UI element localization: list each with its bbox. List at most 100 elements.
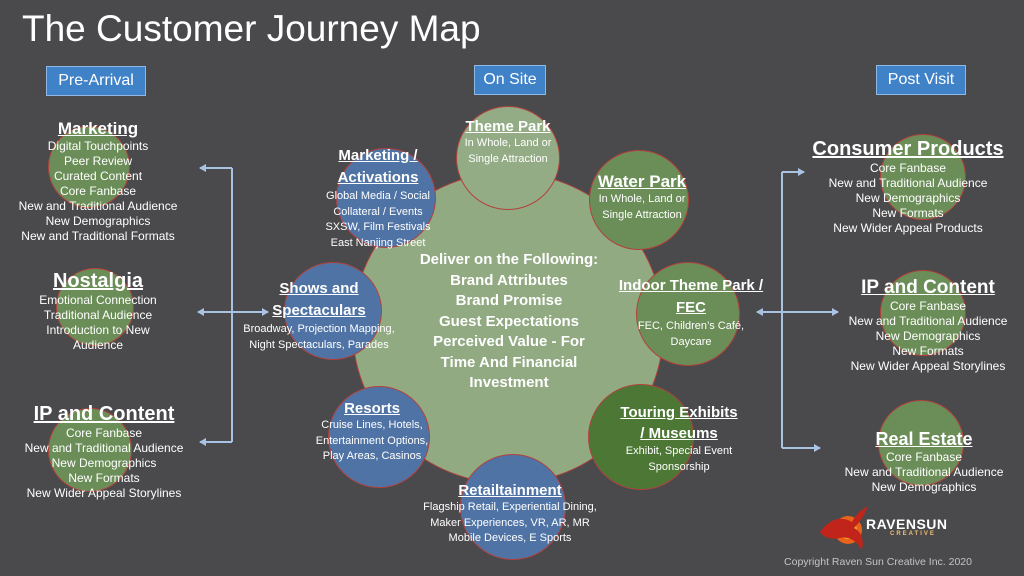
center-line: Brand Attributes xyxy=(450,271,568,289)
ip-content-right-line: Core Fanbase xyxy=(889,299,967,313)
touring-exhibits-circle xyxy=(588,384,694,490)
marketing-activations-line: SXSW, Film Festivals xyxy=(325,221,431,233)
water-park-circle xyxy=(589,150,689,250)
center-line: Perceived Value - For xyxy=(433,333,585,350)
logo-subtext: CREATIVE xyxy=(890,531,936,537)
shows-heading: Shows and xyxy=(279,280,359,297)
retailtainment-heading: Retailtainment xyxy=(458,482,562,499)
phase-tag-pre-arrival: Pre-Arrival xyxy=(46,66,146,96)
real-estate-heading: Real Estate xyxy=(875,429,973,449)
consumer-products-circle xyxy=(880,134,966,220)
nostalgia-line: Introduction to New xyxy=(46,323,150,337)
ip-content-right-line: New and Traditional Audience xyxy=(848,314,1008,328)
nostalgia-line: Audience xyxy=(72,338,124,352)
marketing-activations-heading: Marketing / xyxy=(338,147,418,164)
indoor-theme-park-line: Daycare xyxy=(670,335,712,348)
marketing-activations-line: Global Media / Social xyxy=(326,190,430,202)
touring-exhibits-heading: / Museums xyxy=(640,425,718,442)
marketing-activations-block: Marketing / Activations Global Media / S… xyxy=(310,145,446,251)
phase-tag-post-visit: Post Visit xyxy=(876,65,966,95)
retailtainment-line: Flagship Retail, Experiential Dining, xyxy=(423,501,597,513)
resorts-line: Play Areas, Casinos xyxy=(322,450,422,462)
ip-content-left-line: New Wider Appeal Storylines xyxy=(26,486,182,500)
consumer-products-line: New Formats xyxy=(872,206,944,220)
consumer-products-heading: Consumer Products xyxy=(812,138,1004,160)
shows-line: Night Spectaculars, Parades xyxy=(249,338,389,351)
ip-content-right-line: New Wider Appeal Storylines xyxy=(850,359,1006,373)
ip-content-left-heading: IP and Content xyxy=(33,403,175,425)
real-estate-line: New Demographics xyxy=(871,480,977,494)
theme-park-block: Theme Park In Whole, Land or Single Attr… xyxy=(440,118,576,167)
marketing-activations-line: Collateral / Events xyxy=(333,205,423,218)
indoor-theme-park-line: FEC, Children’s Café, xyxy=(637,320,745,332)
retailtainment-block: Retailtainment Flagship Retail, Experien… xyxy=(408,482,612,547)
theme-park-line: Single Attraction xyxy=(468,152,548,165)
consumer-products-line: New Wider Appeal Products xyxy=(833,221,983,235)
marketing-activations-heading: Activations xyxy=(337,169,419,186)
theme-park-line: In Whole, Land or xyxy=(464,137,552,149)
marketing-line: New Demographics xyxy=(45,214,151,228)
water-park-line: In Whole, Land or xyxy=(598,193,686,205)
logo-wordmark: RAVENSUN xyxy=(866,516,948,532)
nostalgia-line: Traditional Audience xyxy=(43,308,153,322)
center-message: Deliver on the Following: Brand Attribut… xyxy=(395,250,623,394)
shows-heading: Spectaculars xyxy=(272,302,366,319)
marketing-line: Curated Content xyxy=(53,169,143,183)
ip-content-right-line: New Demographics xyxy=(875,329,981,343)
touring-exhibits-line: Sponsorship xyxy=(648,460,710,473)
water-park-line: Single Attraction xyxy=(602,208,682,221)
shows-circle xyxy=(284,262,382,360)
ip-content-right-heading: IP and Content xyxy=(861,277,995,298)
shows-line: Broadway, Projection Mapping, xyxy=(243,323,395,335)
water-park-heading: Water Park xyxy=(597,172,687,191)
resorts-block: Resorts Cruise Lines, Hotels, Entertainm… xyxy=(302,400,442,465)
indoor-theme-park-block: Indoor Theme Park / FEC FEC, Children’s … xyxy=(604,275,778,350)
ip-content-left-line: New Demographics xyxy=(51,456,157,470)
center-line: Brand Promise xyxy=(455,292,563,309)
ip-content-right-block: IP and Content Core Fanbase New and Trad… xyxy=(832,276,1024,374)
water-park-block: Water Park In Whole, Land or Single Attr… xyxy=(576,172,708,223)
resorts-heading: Resorts xyxy=(344,400,400,417)
indoor-theme-park-circle xyxy=(636,262,740,366)
retailtainment-line: Maker Experiences, VR, AR, MR xyxy=(430,516,590,529)
indoor-theme-park-heading: Indoor Theme Park / xyxy=(618,277,764,294)
consumer-products-line: New and Traditional Audience xyxy=(828,176,988,190)
resorts-line: Cruise Lines, Hotels, xyxy=(321,419,423,431)
theme-park-heading: Theme Park xyxy=(465,118,551,135)
marketing-line: Core Fanbase xyxy=(59,184,137,198)
indoor-theme-park-heading: FEC xyxy=(676,299,706,316)
ip-content-right-circle xyxy=(880,270,966,356)
ip-content-left-line: New and Traditional Audience xyxy=(24,441,184,455)
consumer-products-line: New Demographics xyxy=(855,191,961,205)
center-line: Guest Expectations xyxy=(438,312,580,330)
marketing-line: Digital Touchpoints xyxy=(47,139,149,153)
resorts-circle xyxy=(328,386,430,488)
marketing-line: New and Traditional Audience xyxy=(18,199,178,213)
real-estate-circle xyxy=(878,400,964,486)
marketing-line: New and Traditional Formats xyxy=(21,229,175,243)
ip-content-left-block: IP and Content Core Fanbase New and Trad… xyxy=(2,402,206,501)
retailtainment-line: Mobile Devices, E Sports xyxy=(448,532,572,544)
real-estate-block: Real Estate Core Fanbase New and Traditi… xyxy=(820,428,1024,495)
center-line: Time And Financial xyxy=(440,353,578,371)
page-title: The Customer Journey Map xyxy=(22,8,481,49)
consumer-products-block: Consumer Products Core Fanbase New and T… xyxy=(800,137,1016,236)
retailtainment-circle xyxy=(460,454,566,560)
marketing-heading: Marketing xyxy=(57,119,139,138)
ip-content-left-line: Core Fanbase xyxy=(65,426,143,440)
marketing-activations-line: East Nanjing Street xyxy=(330,236,426,249)
center-line: Investment xyxy=(469,374,549,391)
ip-content-right-line: New Formats xyxy=(892,344,964,358)
touring-exhibits-block: Touring Exhibits / Museums Exhibit, Spec… xyxy=(600,402,758,475)
resorts-line: Entertainment Options, xyxy=(315,434,429,447)
marketing-block: Marketing Digital Touchpoints Peer Revie… xyxy=(2,119,194,244)
ip-content-left-line: New Formats xyxy=(68,471,140,485)
real-estate-line: New and Traditional Audience xyxy=(844,465,1004,479)
nostalgia-heading: Nostalgia xyxy=(52,270,144,292)
raven-sun-logo-icon xyxy=(820,506,868,550)
phase-tag-on-site: On Site xyxy=(474,65,546,95)
touring-exhibits-line: Exhibit, Special Event xyxy=(625,445,733,457)
nostalgia-line: Emotional Connection xyxy=(39,293,157,307)
theme-park-circle xyxy=(456,106,560,210)
